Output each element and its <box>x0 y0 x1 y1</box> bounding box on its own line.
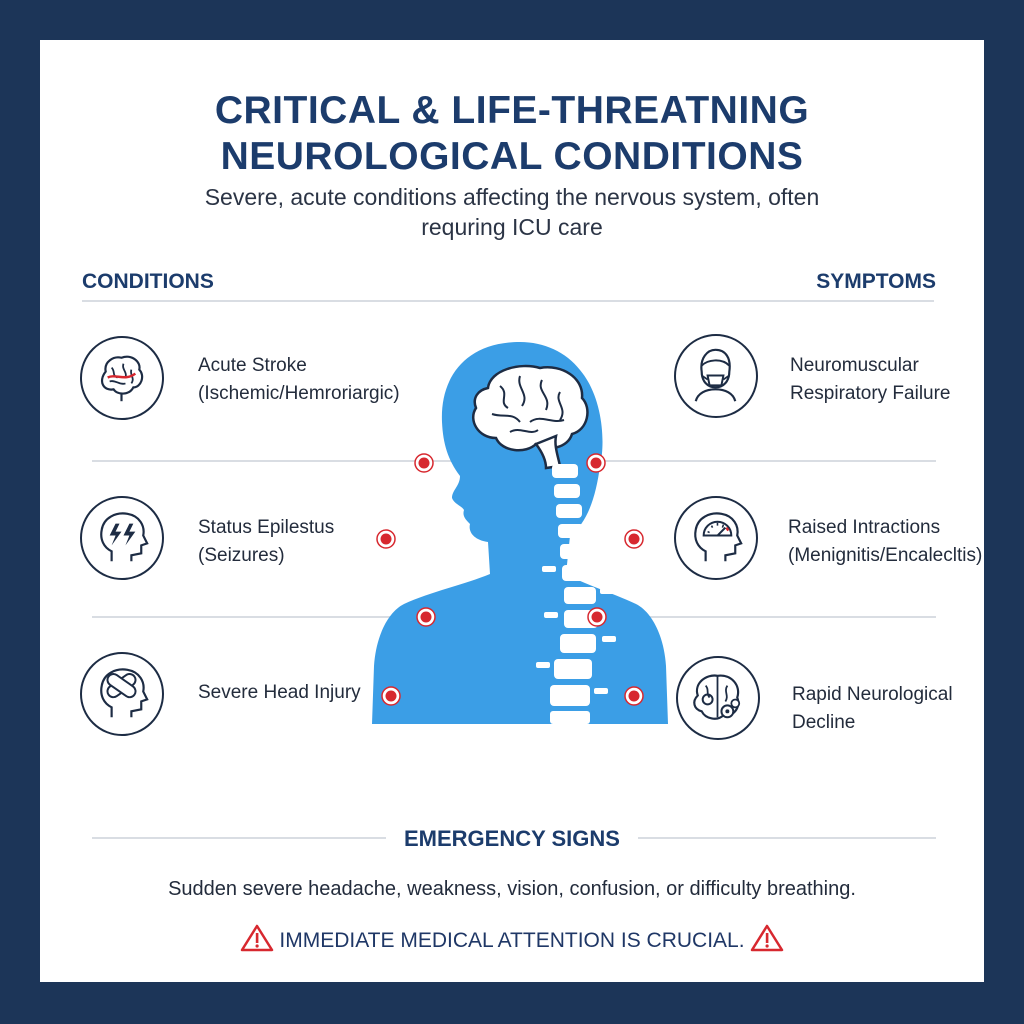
conditions-heading: CONDITIONS <box>82 270 214 293</box>
marker-dot <box>587 607 607 627</box>
oxygen-mask-icon <box>694 348 737 402</box>
emergency-signs-text: Sudden severe headache, weakness, vision… <box>168 878 856 900</box>
symptoms-heading: SYMPTOMS <box>816 270 936 293</box>
infographic-card: CRITICAL & LIFE-THREATNING NEUROLOGICAL … <box>40 40 984 982</box>
condition-icon-stroke <box>80 336 164 420</box>
symptom-detail: Respiratory Failure <box>790 383 951 404</box>
condition-icon-seizure <box>80 496 164 580</box>
warning-icon <box>240 924 273 952</box>
head-gauge-icon <box>694 512 743 562</box>
title-line-2: NEUROLOGICAL CONDITIONS <box>220 135 804 178</box>
header-divider <box>82 300 934 302</box>
brain-stroke-icon <box>101 355 144 402</box>
subtitle-line-2: requring ICU care <box>421 214 603 240</box>
condition-label-head-injury: Severe Head Injury <box>198 679 361 707</box>
condition-name: Status Epilestus <box>198 517 335 538</box>
marker-dot <box>624 529 644 549</box>
symptom-label-respiratory: Neuromuscular Respiratory Failure <box>790 352 951 408</box>
marker-dot <box>416 607 436 627</box>
attention-text: IMMEDIATE MEDICAL ATTENTION IS CRUCIAL. <box>279 929 745 952</box>
title-line-1: CRITICAL & LIFE-THREATNING <box>214 89 810 132</box>
head-lightning-icon <box>100 512 149 562</box>
body-silhouette <box>372 342 668 724</box>
symptom-detail: Decline <box>792 712 856 733</box>
marker-dot <box>381 686 401 706</box>
warning-icon <box>751 924 784 952</box>
marker-dot <box>586 453 606 473</box>
brain-gears-icon <box>693 674 741 720</box>
symptom-icon-respiratory <box>674 334 758 418</box>
symptom-icon-decline <box>676 656 760 740</box>
condition-name: Acute Stroke <box>198 355 307 376</box>
condition-detail: (Ischemic/Hemroriargic) <box>198 383 400 404</box>
symptom-name: Rapid Neurological <box>792 684 953 705</box>
condition-name: Severe Head Injury <box>198 682 361 703</box>
emergency-divider-right <box>638 837 936 839</box>
emergency-divider-left <box>92 837 386 839</box>
symptom-name: Neuromuscular <box>790 355 919 376</box>
condition-icon-head-injury <box>80 652 164 736</box>
condition-label-seizure: Status Epilestus (Seizures) <box>198 514 334 570</box>
symptom-name: Raised Intractions <box>788 517 941 538</box>
symptom-icon-pressure <box>674 496 758 580</box>
subtitle: Severe, acute conditions affecting the n… <box>40 182 984 242</box>
attention-warning: IMMEDIATE MEDICAL ATTENTION IS CRUCIAL. <box>40 924 984 953</box>
symptom-label-pressure: Raised Intractions (Menignitis/Encaleclt… <box>788 514 982 570</box>
page-title: CRITICAL & LIFE-THREATNING NEUROLOGICAL … <box>40 88 984 180</box>
condition-detail: (Seizures) <box>198 545 285 566</box>
head-bandage-icon <box>100 668 149 718</box>
marker-dot <box>414 453 434 473</box>
marker-dot <box>624 686 644 706</box>
symptom-detail: (Menignitis/Encalecltis) <box>788 545 983 566</box>
brain-icon <box>471 364 589 470</box>
condition-label-stroke: Acute Stroke (Ischemic/Hemroriargic) <box>198 352 400 408</box>
marker-dot <box>376 529 396 549</box>
subtitle-line-1: Severe, acute conditions affecting the n… <box>204 184 820 210</box>
emergency-heading: EMERGENCY SIGNS <box>404 826 620 851</box>
symptom-label-decline: Rapid Neurological Decline <box>792 681 953 737</box>
